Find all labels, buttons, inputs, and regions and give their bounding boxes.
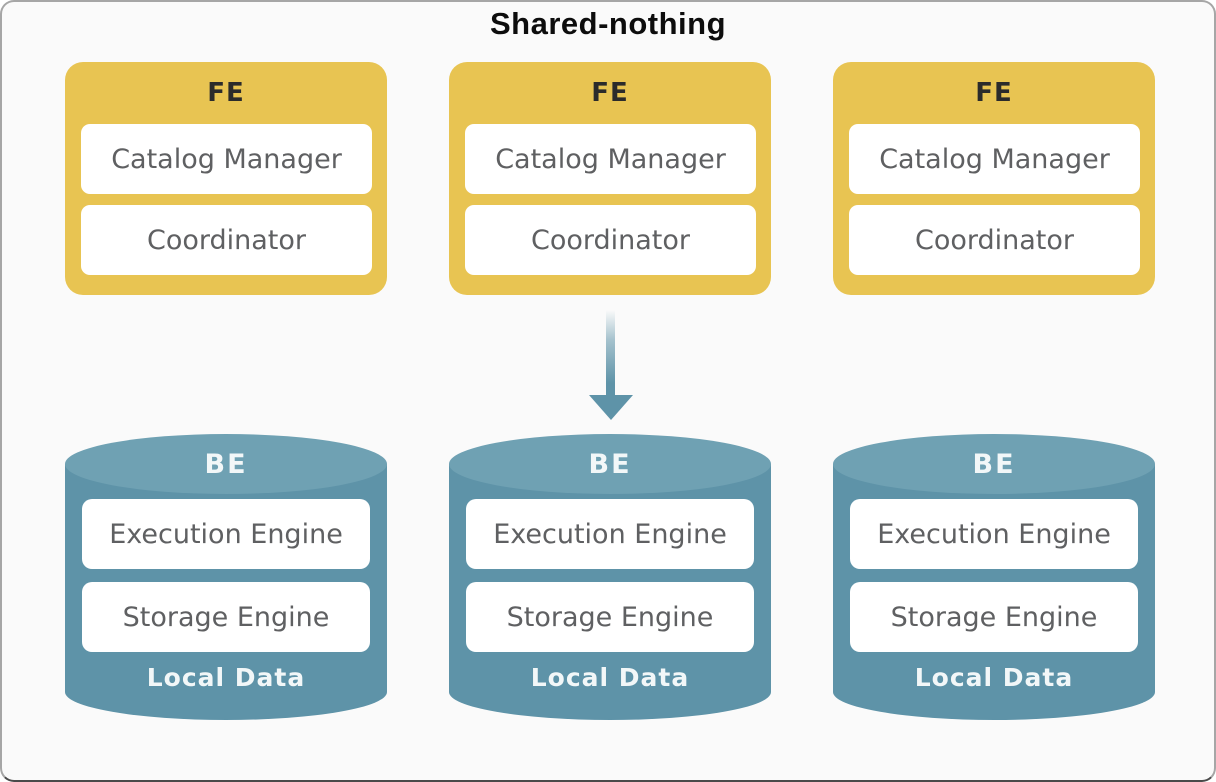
fe-node-1: FE Catalog Manager Coordinator [65, 62, 387, 295]
be-cylinder-cap [449, 434, 771, 494]
execution-engine-card: Execution Engine [82, 499, 370, 569]
diagram-title: Shared-nothing [489, 6, 727, 41]
fe-node-label: FE [975, 78, 1013, 108]
local-data-label: Local Data [914, 662, 1074, 692]
coordinator-card: Coordinator [849, 205, 1140, 275]
arrow-stem [606, 310, 615, 396]
storage-engine-card: Storage Engine [850, 582, 1138, 652]
be-node-label: BE [588, 448, 632, 480]
fe-node-label: FE [207, 78, 245, 108]
execution-engine-card: Execution Engine [466, 499, 754, 569]
fe-node-label: FE [591, 78, 629, 108]
catalog-manager-card: Catalog Manager [849, 124, 1140, 194]
be-node-2: BE Execution Engine Storage Engine Local… [449, 434, 771, 720]
arrow-head [589, 395, 633, 420]
local-data-label: Local Data [146, 662, 306, 692]
catalog-manager-card: Catalog Manager [81, 124, 372, 194]
storage-engine-card: Storage Engine [82, 582, 370, 652]
local-data-label: Local Data [530, 662, 690, 692]
storage-engine-card: Storage Engine [466, 582, 754, 652]
be-node-label: BE [204, 448, 248, 480]
execution-engine-card: Execution Engine [850, 499, 1138, 569]
catalog-manager-card: Catalog Manager [465, 124, 756, 194]
be-node-1: BE Execution Engine Storage Engine Local… [65, 434, 387, 720]
be-cylinder-cap [65, 434, 387, 494]
be-node-label: BE [972, 448, 1016, 480]
be-node-3: BE Execution Engine Storage Engine Local… [833, 434, 1155, 720]
coordinator-card: Coordinator [81, 205, 372, 275]
fe-node-2: FE Catalog Manager Coordinator [449, 62, 771, 295]
fe-node-3: FE Catalog Manager Coordinator [833, 62, 1155, 295]
be-cylinder-cap [833, 434, 1155, 494]
coordinator-card: Coordinator [465, 205, 756, 275]
